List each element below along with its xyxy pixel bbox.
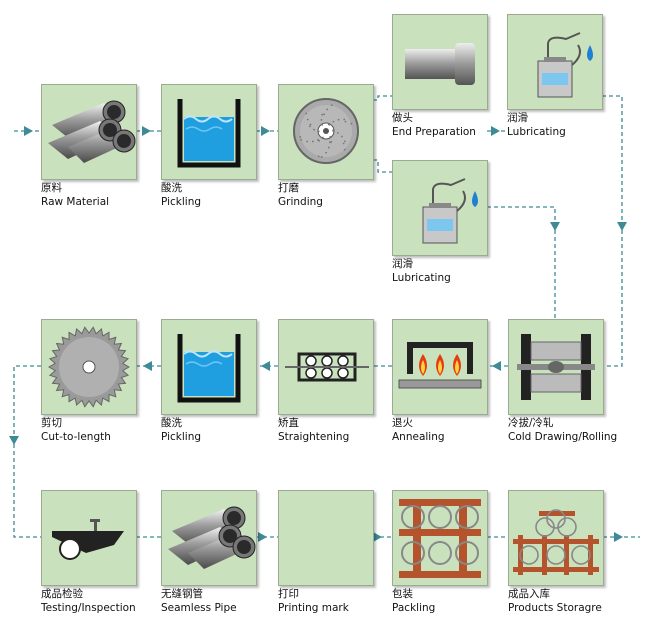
step-pickling-1 — [161, 84, 257, 180]
step-label-zh: 原料 — [41, 182, 62, 194]
step-label-zh: 润滑 — [392, 258, 413, 270]
flow-arrow-icon — [261, 126, 270, 136]
acid-tank-icon — [177, 99, 241, 168]
step-label-zh: 做头 — [392, 112, 413, 124]
connector-line — [13, 365, 41, 538]
pipe-bundle-icon — [168, 506, 256, 569]
inspection-gauge-icon — [52, 519, 124, 560]
flow-arrow-icon — [373, 532, 382, 542]
connector-line — [487, 206, 556, 319]
step-label-en: Straightening — [278, 431, 350, 443]
connector-line — [373, 159, 392, 173]
flow-arrow-icon — [261, 361, 270, 371]
storage-stack-icon — [513, 509, 599, 575]
wood-rack-icon — [399, 499, 481, 578]
step-grinding — [278, 84, 374, 180]
step-label-zh: 无缝钢管 — [161, 588, 203, 600]
step-annealing — [392, 319, 488, 415]
step-lubricating-2 — [392, 160, 488, 256]
drawing-die-icon — [517, 334, 595, 400]
flow-arrow-icon — [491, 126, 500, 136]
oil-can-icon — [422, 178, 478, 244]
step-label-zh: 退火 — [392, 417, 413, 429]
step-printing-mark — [278, 490, 374, 586]
blank-panel — [279, 491, 373, 585]
flow-arrow-icon — [143, 361, 152, 371]
step-packing — [392, 490, 488, 586]
step-label-en: Pickling — [161, 196, 202, 208]
oil-can-icon — [537, 32, 593, 98]
step-label-en: Printing mark — [278, 602, 349, 614]
flow-arrow-icon — [24, 126, 33, 136]
saw-blade-icon — [48, 326, 130, 408]
step-label-zh: 打印 — [278, 588, 299, 600]
step-label-en: Packling — [392, 602, 436, 614]
step-lubricating-1 — [507, 14, 603, 110]
step-straightening — [278, 319, 374, 415]
step-label-en: Pickling — [161, 431, 202, 443]
flow-arrow-icon — [142, 126, 151, 136]
step-label-en: Testing/Inspection — [41, 602, 136, 614]
connector-line — [373, 95, 392, 101]
flow-arrow-icon — [492, 361, 501, 371]
pipe-bundle-icon — [48, 100, 136, 163]
tube-end-icon — [405, 43, 475, 85]
step-label-zh: 酸洗 — [161, 417, 182, 429]
step-seamless-pipe — [161, 490, 257, 586]
step-raw-material — [41, 84, 137, 180]
step-label-zh: 矫直 — [278, 417, 299, 429]
step-cut-to-length — [41, 319, 137, 415]
step-cold-drawing — [508, 319, 604, 415]
step-label-zh: 酸洗 — [161, 182, 182, 194]
step-label-en: Cold Drawing/Rolling — [508, 431, 618, 443]
flow-arrow-icon — [617, 222, 627, 231]
step-label-zh: 剪切 — [41, 417, 62, 429]
step-label-en: Raw Material — [41, 196, 110, 208]
step-storage — [508, 490, 604, 586]
step-label-zh: 成品检验 — [41, 588, 83, 600]
flow-arrow-icon — [9, 436, 19, 445]
step-label-en: Seamless Pipe — [161, 602, 237, 614]
straightener-icon — [285, 352, 369, 382]
flame-furnace-icon — [398, 342, 482, 389]
step-pickling-2 — [161, 319, 257, 415]
step-label-en: Grinding — [278, 196, 323, 208]
step-label-zh: 润滑 — [507, 112, 528, 124]
step-label-zh: 冷拔/冷轧 — [508, 417, 554, 429]
grinding-wheel-icon — [293, 98, 359, 164]
step-testing — [41, 490, 137, 586]
step-label-en: Annealing — [392, 431, 445, 443]
step-label-en: End Preparation — [392, 126, 476, 138]
acid-tank-icon — [177, 334, 241, 403]
step-end-preparation — [392, 14, 488, 110]
step-label-en: Lubricating — [507, 126, 566, 138]
flow-arrow-icon — [258, 532, 267, 542]
step-label-en: Cut-to-length — [41, 431, 111, 443]
step-label-zh: 包装 — [392, 588, 413, 600]
flow-arrow-icon — [614, 532, 623, 542]
step-label-zh: 成品入库 — [508, 588, 550, 600]
step-label-en: Lubricating — [392, 272, 451, 284]
flow-arrow-icon — [550, 222, 560, 231]
step-label-zh: 打磨 — [278, 182, 299, 194]
connector-line — [602, 95, 623, 367]
step-label-en: Products Storagre — [508, 602, 602, 614]
